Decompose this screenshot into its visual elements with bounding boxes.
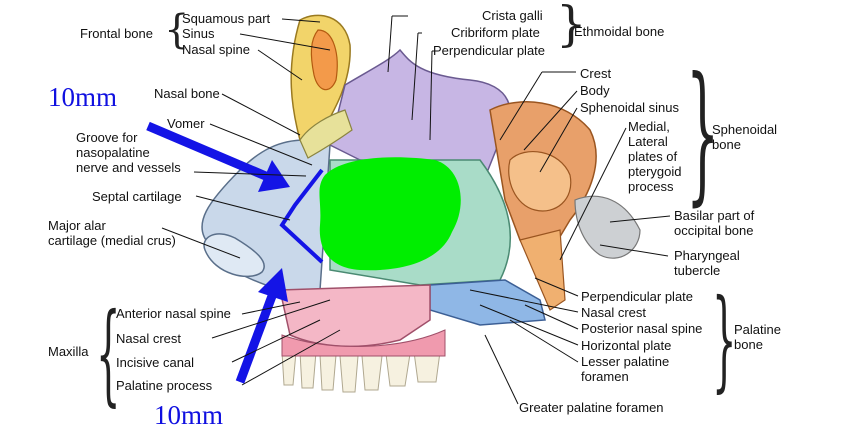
label-crest: Crest bbox=[580, 66, 612, 81]
label-ethmoidal-bone: Ethmoidal bone bbox=[574, 24, 665, 39]
label-maxilla: Maxilla bbox=[48, 344, 89, 359]
label-crista-galli: Crista galli bbox=[482, 8, 543, 23]
label-nasal-bone: Nasal bone bbox=[154, 86, 220, 101]
brace-ethmoidal: } bbox=[556, 0, 587, 52]
brace-maxilla: { bbox=[96, 289, 121, 417]
label-septal-cartilage: Septal cartilage bbox=[92, 189, 182, 204]
label-palatine-process: Palatine process bbox=[116, 378, 213, 393]
label-perpendicular-plate-palatine: Perpendicular plate bbox=[581, 289, 694, 304]
label-vomer: Vomer bbox=[167, 116, 205, 131]
label-anterior-nasal-spine: Anterior nasal spine bbox=[116, 306, 231, 321]
label-greater-palatine-foramen: Greater palatine foramen bbox=[519, 400, 664, 415]
label-incisive-canal: Incisive canal bbox=[116, 355, 195, 370]
nasal-bone-shape bbox=[299, 109, 353, 159]
label-pterygoid-plates: Medial, Lateral plates of pterygoid proc… bbox=[628, 119, 682, 194]
label-nasal-spine: Nasal spine bbox=[182, 42, 250, 57]
label-horizontal-plate: Horizontal plate bbox=[581, 338, 672, 353]
measurement-lower: 10mm bbox=[154, 400, 224, 430]
arrow-lower-head bbox=[258, 268, 288, 302]
label-basilar-occipital: Basilar part of occipital bone bbox=[674, 208, 755, 238]
brace-sphenoidal: } bbox=[686, 46, 720, 220]
label-perpendicular-plate-ethmoid: Perpendicular plate bbox=[433, 43, 546, 58]
frontal-sinus-shape bbox=[310, 29, 338, 91]
sphenoid-sinus-shape bbox=[508, 151, 572, 212]
label-posterior-nasal-spine: Posterior nasal spine bbox=[581, 321, 703, 336]
brace-palatine: } bbox=[712, 275, 737, 403]
label-major-alar-cartilage: Major alar cartilage (medial crus) bbox=[48, 218, 176, 248]
teeth bbox=[281, 351, 441, 393]
label-squamous-part: Squamous part bbox=[182, 11, 271, 26]
label-groove-nasopalatine: Groove for nasopalatine nerve and vessel… bbox=[76, 130, 181, 175]
septal-highlight bbox=[319, 157, 461, 271]
leader-lines bbox=[161, 15, 671, 405]
brace-frontal: { bbox=[164, 7, 190, 53]
arrow-upper-head bbox=[258, 160, 290, 192]
pterygoid-shape bbox=[519, 229, 566, 311]
gum-shape bbox=[281, 329, 446, 357]
label-body: Body bbox=[580, 83, 610, 98]
label-cribriform-plate: Cribriform plate bbox=[451, 25, 540, 40]
label-sphenoidal-bone: Sphenoidal bone bbox=[712, 122, 778, 152]
measurement-upper: 10mm bbox=[48, 82, 118, 112]
label-palatine-bone: Palatine bone bbox=[734, 322, 781, 352]
label-nasal-crest-palatine: Nasal crest bbox=[581, 305, 647, 320]
label-sphenoidal-sinus: Sphenoidal sinus bbox=[580, 100, 680, 115]
label-sinus: Sinus bbox=[182, 26, 215, 41]
label-frontal-bone: Frontal bone bbox=[80, 26, 153, 41]
maxilla-shape bbox=[279, 284, 431, 348]
arrow-upper-shaft bbox=[146, 121, 270, 182]
septal-edge-line bbox=[279, 168, 324, 264]
basilar-occipital-shape bbox=[574, 195, 641, 259]
arrow-lower-shaft bbox=[235, 294, 277, 384]
palatine-bone-shape bbox=[429, 279, 546, 326]
label-lesser-palatine-foramen: Lesser palatine foramen bbox=[581, 354, 670, 384]
alar-cartilage-shape bbox=[203, 233, 265, 278]
label-nasal-crest-maxilla: Nasal crest bbox=[116, 331, 182, 346]
label-pharyngeal-tubercle: Pharyngeal tubercle bbox=[674, 248, 740, 278]
